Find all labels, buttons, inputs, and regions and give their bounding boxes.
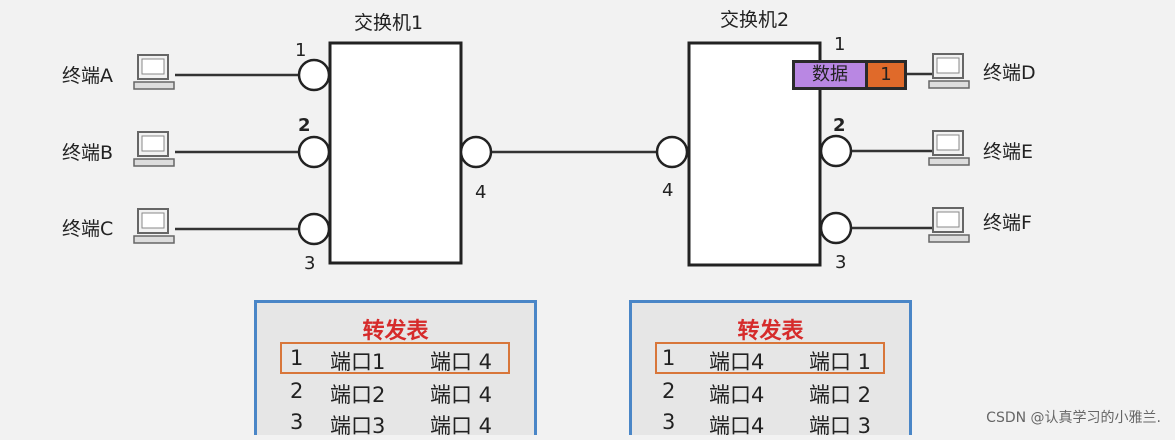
table-row: 3 端口4 端口 3 <box>632 408 909 438</box>
table-cell: 2 <box>290 379 304 403</box>
switch-1-port-3 <box>297 212 331 246</box>
table-cell: 1 <box>662 346 676 370</box>
switch-1-port-2 <box>297 135 331 169</box>
packet-port-label: 1 <box>868 63 904 87</box>
table-cell: 端口2 <box>330 383 386 407</box>
forwarding-table-2-title: 转发表 <box>737 319 804 344</box>
table-cell: 端口4 <box>709 383 765 407</box>
computer-icon-a <box>133 54 175 90</box>
switch-1-port-2-label: 2 <box>298 115 311 136</box>
computer-icon-d <box>928 53 970 89</box>
table-row: 3 端口3 端口 4 <box>257 408 534 438</box>
table-cell: 端口 4 <box>430 350 493 374</box>
table-row: 2 端口4 端口 2 <box>632 377 909 407</box>
watermark-text: CSDN @认真学习的小雅兰. <box>986 410 1161 426</box>
terminal-b-label: 终端B <box>62 142 114 164</box>
switch-1-box <box>328 41 463 265</box>
table-cell: 端口 2 <box>809 383 872 407</box>
switch-2-port-4-label: 4 <box>662 180 674 201</box>
table-cell: 端口 4 <box>430 383 493 407</box>
computer-icon-e <box>928 130 970 166</box>
table-cell: 3 <box>662 410 676 434</box>
switch-1-port-4-label: 4 <box>475 182 487 203</box>
switch-1-title: 交换机1 <box>354 12 424 34</box>
switch-2-port-4 <box>655 135 689 169</box>
terminal-e-label: 终端E <box>983 141 1034 163</box>
table-cell: 端口1 <box>330 350 386 374</box>
switch-1-port-3-label: 3 <box>304 253 316 274</box>
switch-2-port-3 <box>819 211 853 245</box>
table-cell: 1 <box>290 346 304 370</box>
forwarding-table-2: 转发表 1 端口4 端口 1 2 端口4 端口 2 3 端口4 端口 3 <box>629 300 912 438</box>
packet-data-label: 数据 <box>795 63 868 87</box>
terminal-c-label: 终端C <box>62 218 114 240</box>
switch-2-port-3-label: 3 <box>835 252 847 273</box>
table-cell: 端口4 <box>709 350 765 374</box>
computer-icon-f <box>928 207 970 243</box>
table-cell: 3 <box>290 410 304 434</box>
computer-icon-b <box>133 131 175 167</box>
switch-1-port-4 <box>459 135 493 169</box>
switch-1-port-1-label: 1 <box>295 40 307 61</box>
table-cell: 端口 1 <box>809 350 872 374</box>
table-row: 1 端口4 端口 1 <box>632 342 909 374</box>
terminal-a-label: 终端A <box>62 65 113 87</box>
table-cell: 端口3 <box>330 414 386 438</box>
table-cell: 端口4 <box>709 414 765 438</box>
switch-1-port-1 <box>297 58 331 92</box>
data-packet: 数据 1 <box>792 60 907 90</box>
forwarding-table-1: 转发表 1 端口1 端口 4 2 端口2 端口 4 3 端口3 端口 4 <box>254 300 537 438</box>
terminal-f-label: 终端F <box>983 212 1032 234</box>
table-row: 2 端口2 端口 4 <box>257 377 534 407</box>
forwarding-table-1-title: 转发表 <box>362 319 429 344</box>
table-cell: 端口 3 <box>809 414 872 438</box>
computer-icon-c <box>133 208 175 244</box>
table-cell: 2 <box>662 379 676 403</box>
switch-2-port-2 <box>819 134 853 168</box>
switch-2-port-2-label: 2 <box>833 115 846 136</box>
terminal-d-label: 终端D <box>983 62 1036 84</box>
switch-2-port-1-label: 1 <box>834 34 846 55</box>
table-cell: 端口 4 <box>430 414 493 438</box>
switch-2-title: 交换机2 <box>720 9 790 31</box>
table-row: 1 端口1 端口 4 <box>257 342 534 374</box>
